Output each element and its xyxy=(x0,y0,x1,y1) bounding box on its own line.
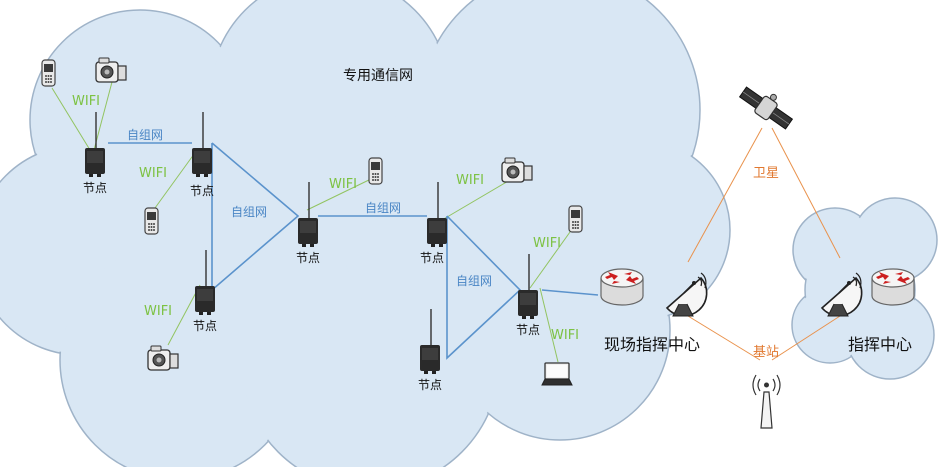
svg-text:节点: 节点 xyxy=(193,319,217,333)
wifi-label: WIFI xyxy=(72,94,100,109)
laptop-icon xyxy=(541,362,573,386)
mobile-phone-icon xyxy=(568,205,583,233)
mesh-label: 自组网 xyxy=(127,128,163,142)
wifi-label: WIFI xyxy=(533,236,561,251)
mobile-phone-icon xyxy=(368,157,383,185)
node-5: 节点 xyxy=(420,181,448,265)
base-station-label: 基站 xyxy=(753,345,779,360)
mesh-label: 自组网 xyxy=(365,201,401,215)
base-station-tower-icon xyxy=(752,374,781,429)
wifi-label: WIFI xyxy=(329,177,357,192)
command-center-label: 指挥中心 xyxy=(848,335,912,354)
mesh-label: 自组网 xyxy=(456,274,492,288)
svg-text:节点: 节点 xyxy=(420,251,444,265)
node-1: 节点 xyxy=(83,111,107,195)
svg-text:节点: 节点 xyxy=(296,251,320,265)
satellite-icon xyxy=(738,86,794,130)
mobile-phone-icon xyxy=(41,59,56,87)
svg-text:节点: 节点 xyxy=(83,181,107,195)
wifi-label: WIFI xyxy=(456,173,484,188)
satellite-label: 卫星 xyxy=(753,166,779,181)
wifi-label: WIFI xyxy=(139,166,167,181)
svg-text:节点: 节点 xyxy=(418,378,442,392)
router-icon xyxy=(871,268,915,306)
svg-text:节点: 节点 xyxy=(190,184,214,198)
node-2: 节点 xyxy=(190,111,214,198)
diagram-title: 专用通信网 xyxy=(343,68,413,84)
node-7: 节点 xyxy=(418,308,442,392)
satellite-base-links xyxy=(687,127,841,361)
field-command-center-label: 现场指挥中心 xyxy=(604,335,700,354)
node-6: 节点 xyxy=(516,253,540,337)
wifi-links xyxy=(51,81,576,363)
router-icon xyxy=(600,268,644,306)
svg-text:节点: 节点 xyxy=(516,323,540,337)
mesh-links xyxy=(108,142,599,360)
mesh-label: 自组网 xyxy=(231,205,267,219)
node-4: 节点 xyxy=(296,181,320,265)
wifi-label: WIFI xyxy=(144,304,172,319)
node-3: 节点 xyxy=(193,249,217,333)
mobile-phone-icon xyxy=(144,207,159,235)
wifi-label: WIFI xyxy=(551,328,579,343)
